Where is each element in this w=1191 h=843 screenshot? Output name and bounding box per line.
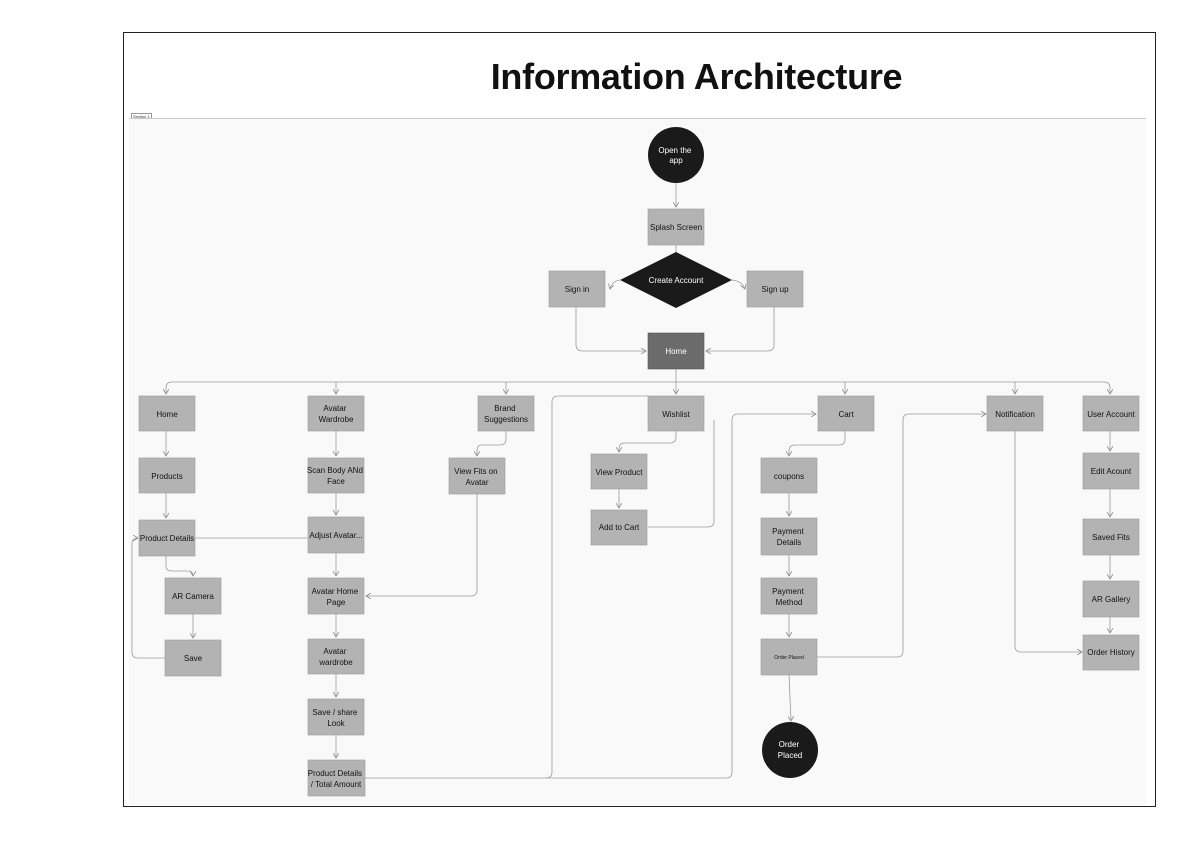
node-label: Method (776, 598, 803, 607)
node-label: Face (327, 477, 345, 486)
svg-text:Save / share Look: Save / share Look (312, 708, 359, 728)
node-label: Look (327, 719, 345, 728)
node-label: Avatar (323, 404, 346, 413)
node-product-details: Product Details (138, 519, 196, 557)
node-label: Save (184, 654, 203, 663)
node-label: Home (156, 410, 178, 419)
node-label: wardrobe (318, 658, 353, 667)
svg-text:Scan Body ANd Face: Scan Body ANd Face (307, 466, 365, 486)
node-label: Splash Screen (650, 223, 702, 232)
svg-text:Payment Details: Payment Details (772, 527, 806, 547)
svg-text:Order Placed: Order Placed (778, 740, 802, 760)
node-label: coupons (774, 472, 804, 481)
connectors (131, 183, 1110, 779)
node-sign-up: Sign up (746, 270, 804, 308)
node-label: Notification (995, 410, 1035, 419)
node-order-placed-box: Order Placed (760, 638, 818, 676)
node-label: Payment (772, 527, 804, 536)
node-products: Products (138, 457, 196, 494)
node-order-placed-end: Order Placed (762, 722, 818, 778)
node-adjust-avatar: Adjust Avatar... (307, 516, 365, 554)
node-notification: Notification (986, 395, 1044, 432)
node-scan-body: Scan Body ANd Face (307, 457, 365, 494)
svg-text:Open the app: Open the app (658, 146, 693, 165)
node-label: AR Camera (172, 592, 214, 601)
node-edit-account: Edit Acount (1082, 452, 1140, 490)
node-label: Sign up (761, 285, 789, 294)
node-splash-screen: Splash Screen (647, 208, 705, 246)
node-label: Sign in (565, 285, 589, 294)
node-label: View Fits on (454, 467, 497, 476)
node-payment-method: Payment Method (760, 577, 818, 615)
node-label: Avatar (323, 647, 346, 656)
node-create-account: Create Account (620, 252, 732, 308)
node-label: Add to Cart (599, 523, 640, 532)
node-label: Open the (658, 146, 691, 155)
svg-text:Avatar Wardrobe: Avatar Wardrobe (319, 404, 354, 424)
node-label: View Product (596, 468, 644, 477)
node-order-history: Order History (1082, 634, 1140, 671)
node-user-account: User Account (1082, 395, 1140, 432)
node-label: Avatar Home (312, 587, 359, 596)
node-add-to-cart: Add to Cart (590, 509, 648, 546)
svg-text:Payment Method: Payment Method (772, 587, 806, 607)
node-label: Product Details (308, 769, 362, 778)
node-ar-gallery: AR Gallery (1082, 580, 1140, 618)
node-label: Page (327, 598, 346, 607)
node-label: Product Details (140, 534, 194, 543)
svg-text:Avatar wardrobe: Avatar wardrobe (318, 647, 353, 667)
node-ar-camera: AR Camera (164, 577, 222, 615)
node-label: Home (665, 347, 687, 356)
node-label: Details (777, 538, 801, 547)
node-label: Suggestions (484, 415, 528, 424)
node-sign-in: Sign in (548, 270, 606, 308)
node-saved-fits: Saved Fits (1082, 518, 1140, 556)
node-label: AR Gallery (1092, 595, 1131, 604)
svg-text:Product Details / Total: Product Details / Total Amount (308, 769, 364, 789)
node-cart: Cart (817, 395, 875, 432)
node-label: User Account (1087, 410, 1135, 419)
node-label: / Total Amount (311, 780, 362, 789)
node-label: Order Placed (774, 655, 804, 661)
node-coupons: coupons (760, 457, 818, 494)
svg-text:Brand Suggestions: Brand Suggestions (484, 404, 528, 424)
node-avatar-wardrobe: Avatar Wardrobe (307, 395, 365, 432)
node-label: app (669, 156, 683, 165)
node-label: Saved Fits (1092, 533, 1130, 542)
node-avatar-wardrobe-2: Avatar wardrobe (307, 638, 365, 675)
node-label: Order History (1087, 648, 1135, 657)
node-open-app: Open the app (648, 127, 704, 183)
svg-text:Avatar Home Page: Avatar Home Page (312, 587, 361, 607)
node-label: Placed (778, 751, 802, 760)
node-product-total: Product Details / Total Amount (307, 759, 366, 797)
node-label: Brand (494, 404, 515, 413)
node-wishlist: Wishlist (647, 395, 705, 432)
node-label: Avatar (466, 478, 489, 487)
node-save-share-look: Save / share Look (307, 698, 365, 736)
node-payment-details: Payment Details (760, 517, 818, 556)
node-label: Scan Body ANd (307, 466, 363, 475)
node-label: Wishlist (662, 410, 690, 419)
node-label: Order (779, 740, 800, 749)
node-label: Edit Acount (1091, 467, 1132, 476)
page-title: Information Architecture (490, 56, 903, 97)
svg-text:View Fits on Avatar: View Fits on Avatar (454, 467, 500, 487)
node-home: Home (138, 395, 196, 432)
node-view-product: View Product (590, 453, 648, 490)
node-label: Wardrobe (319, 415, 354, 424)
node-home-hub: Home (647, 332, 705, 370)
node-label: Cart (838, 410, 854, 419)
node-avatar-home-page: Avatar Home Page (307, 577, 365, 615)
node-label: Save / share (312, 708, 357, 717)
node-brand-suggestions: Brand Suggestions (477, 395, 535, 432)
node-label: Payment (772, 587, 804, 596)
node-label: Create Account (649, 276, 704, 285)
node-label: Adjust Avatar... (309, 531, 362, 540)
node-view-fits: View Fits on Avatar (448, 457, 506, 495)
node-save: Save (164, 639, 222, 677)
node-label: Products (151, 472, 183, 481)
